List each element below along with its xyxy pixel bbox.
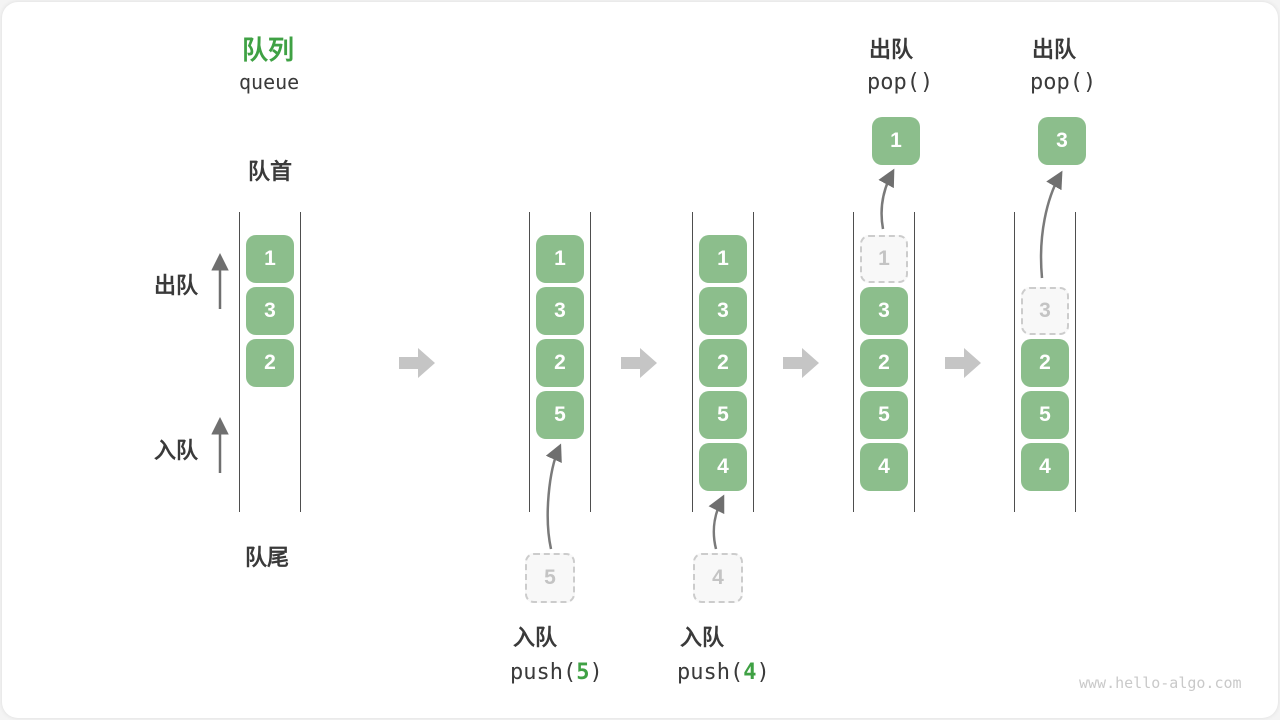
watermark: www.hello-algo.com (1079, 674, 1242, 692)
queue-walls (239, 212, 301, 512)
queue-cell: 1 (536, 235, 584, 283)
staged-cell: 5 (525, 553, 575, 603)
flow-arrow-icon (399, 348, 435, 378)
figure-subtitle: queue (239, 70, 300, 94)
operation-code: push(4) (677, 660, 770, 685)
operation-code: push(5) (510, 660, 603, 685)
ghost-cell: 1 (860, 235, 908, 283)
queue-cell: 5 (699, 391, 747, 439)
operation-code: pop() (867, 70, 934, 95)
operation-label: 入队 (680, 625, 725, 650)
popped-cell: 3 (1038, 117, 1086, 165)
queue-cell: 5 (860, 391, 908, 439)
queue-walls (853, 212, 915, 512)
figure-title: 队列 (242, 35, 295, 65)
queue-cell: 2 (699, 339, 747, 387)
queue-walls (692, 212, 754, 512)
queue-state-initial: 1 3 2 (239, 2, 301, 718)
queue-front-label: 队首 (248, 159, 293, 184)
queue-cell: 3 (860, 287, 908, 335)
flow-arrow-icon (945, 348, 981, 378)
staged-cell: 4 (693, 553, 743, 603)
queue-cell: 4 (699, 443, 747, 491)
queue-state-after-push-4: 1 3 2 5 4 4 入队 push(4) (677, 2, 770, 718)
queue-cell: 3 (699, 287, 747, 335)
queue-cell: 1 (699, 235, 747, 283)
queue-cell: 4 (1021, 443, 1069, 491)
popped-cell: 1 (872, 117, 920, 165)
enqueue-side-label: 入队 (154, 438, 199, 463)
flow-arrow-icon (783, 348, 819, 378)
operation-label: 出队 (869, 37, 914, 62)
operation-code: pop() (1030, 70, 1097, 95)
queue-cell: 5 (536, 391, 584, 439)
ghost-cell: 3 (1021, 287, 1069, 335)
queue-cell: 2 (536, 339, 584, 387)
queue-rear-label: 队尾 (245, 545, 290, 570)
operation-caption: 入队 push(4) (677, 620, 817, 685)
operation-caption: 出队 pop() (1030, 32, 1170, 95)
queue-cell: 3 (246, 287, 294, 335)
queue-walls (1014, 212, 1076, 512)
flow-arrow-icon (621, 348, 657, 378)
queue-cell: 1 (246, 235, 294, 283)
operation-label: 出队 (1032, 37, 1077, 62)
queue-cell: 2 (1021, 339, 1069, 387)
queue-state-after-pop-3: 出队 pop() 3 3 2 5 4 (1014, 2, 1096, 718)
dequeue-side-label: 出队 (154, 273, 199, 298)
operation-caption: 出队 pop() (867, 32, 1007, 95)
queue-cell: 2 (246, 339, 294, 387)
queue-cell: 5 (1021, 391, 1069, 439)
queue-walls (529, 212, 591, 512)
queue-state-after-push-5: 1 3 2 5 5 入队 push(5) (510, 2, 603, 718)
operation-label: 入队 (513, 625, 558, 650)
queue-cell: 3 (536, 287, 584, 335)
operation-caption: 入队 push(5) (510, 620, 650, 685)
queue-state-after-pop-1: 出队 pop() 1 1 3 2 5 4 (853, 2, 933, 718)
queue-cell: 2 (860, 339, 908, 387)
queue-cell: 4 (860, 443, 908, 491)
